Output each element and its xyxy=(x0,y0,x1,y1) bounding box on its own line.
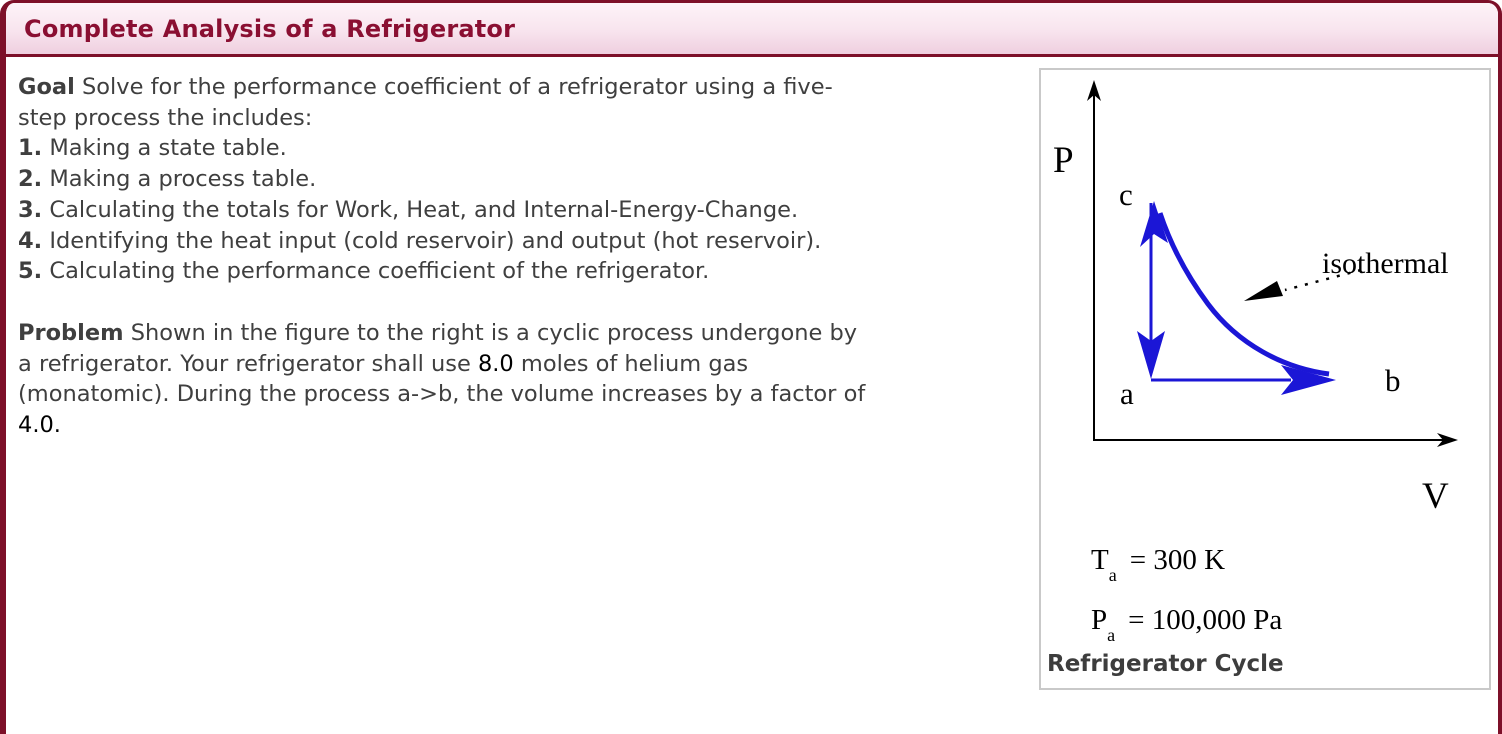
goal-section: Goal Solve for the performance coefficie… xyxy=(18,72,1498,287)
v-axis-label: V xyxy=(1422,476,1449,517)
equation-pa: Pa= 100,000 Pa xyxy=(1091,604,1283,645)
point-a-label: a xyxy=(1120,376,1134,411)
moles-value: 8.0 xyxy=(477,350,514,377)
figure-panel: P V c a b isothermal Ta= 300 K Pa= 100,0… xyxy=(1039,68,1491,690)
problem-section: Problem Shown in the figure to the right… xyxy=(18,318,1498,441)
figure-caption: Refrigerator Cycle xyxy=(1047,651,1284,677)
goal-label: Goal xyxy=(18,74,75,100)
text-line-step-2: 2. Making a process table. xyxy=(18,166,317,193)
text-line: 4.0. xyxy=(18,410,1498,441)
header-bar: Complete Analysis of a Refrigerator xyxy=(6,3,1498,57)
text-line-step-3: 3. Calculating the totals for Work, Heat… xyxy=(18,196,799,223)
v-axis-arrow-icon xyxy=(1437,433,1458,447)
text-line: step process the includes: xyxy=(18,104,313,131)
text-line-step-4: 4. Identifying the heat input (cold rese… xyxy=(18,227,822,254)
text-line-step-1: 1. Making a state table. xyxy=(18,135,287,162)
text-line: (monatomic). During the process a->b, th… xyxy=(18,381,866,408)
equation-ta: Ta= 300 K xyxy=(1091,544,1226,585)
p-axis-arrow-icon xyxy=(1087,80,1101,101)
annotation-arrow-icon xyxy=(1244,281,1283,301)
text-line: Goal Solve for the performance coefficie… xyxy=(18,74,833,100)
problem-label: Problem xyxy=(18,319,124,346)
right-arrow-icon xyxy=(1281,365,1336,395)
point-c-label: c xyxy=(1119,177,1133,212)
annotation-dotted-line xyxy=(1284,268,1362,292)
text-line: Problem Shown in the figure to the right… xyxy=(18,319,858,346)
pv-diagram: P V c a b isothermal xyxy=(1053,80,1458,517)
isothermal-label: isothermal xyxy=(1322,247,1449,280)
point-b-label: b xyxy=(1385,363,1401,398)
process-b-to-c-isotherm xyxy=(1157,212,1330,377)
down-arrow-icon xyxy=(1137,331,1165,379)
body-text: Goal Solve for the performance coefficie… xyxy=(6,57,1498,441)
volume-factor-value: 4.0. xyxy=(18,412,61,439)
text-line: a refrigerator. Your refrigerator shall … xyxy=(18,350,749,377)
p-axis-label: P xyxy=(1053,140,1074,181)
text-line-step-5: 5. Calculating the performance coefficie… xyxy=(18,258,710,285)
up-arrow-icon xyxy=(1140,201,1168,247)
page-title: Complete Analysis of a Refrigerator xyxy=(24,14,516,43)
